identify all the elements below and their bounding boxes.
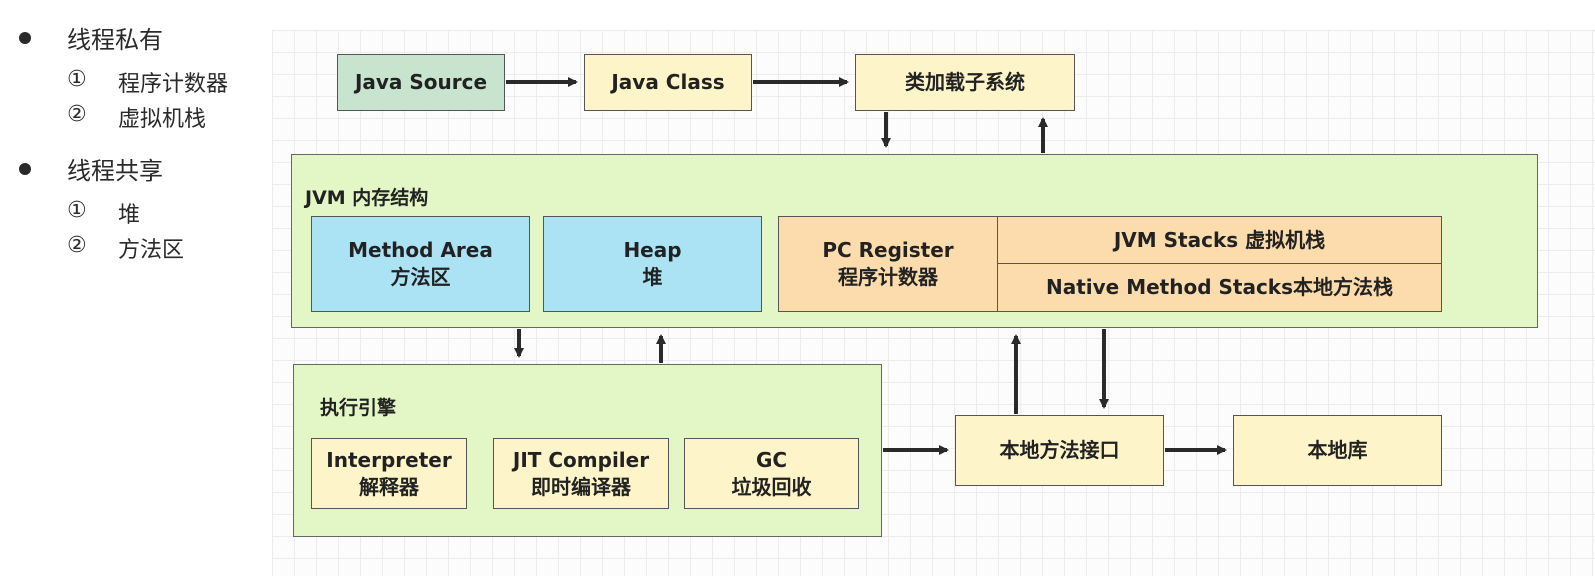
heap-en: Heap [623, 238, 682, 262]
class-loader-box: 类加载子系统 [855, 54, 1075, 111]
native-stacks-box: Native Method Stacks本地方法栈 [997, 263, 1442, 312]
jvm-stacks-label: JVM Stacks 虚拟机栈 [1113, 227, 1326, 252]
method-area-en: Method Area [348, 238, 493, 262]
item-number: ② [67, 233, 87, 258]
jvm-memory-title: JVM 内存结构 [305, 187, 429, 209]
bullet-icon [19, 32, 31, 44]
shared-item-method-area: 方法区 [118, 238, 185, 263]
bullet-icon [19, 163, 31, 175]
interpreter-box: Interpreter 解释器 [311, 438, 467, 509]
jvm-stacks-box: JVM Stacks 虚拟机栈 [997, 216, 1442, 264]
native-interface-box: 本地方法接口 [955, 415, 1164, 486]
item-number: ② [67, 102, 87, 127]
shared-title: 线程共享 [67, 157, 163, 185]
interpreter-en: Interpreter [326, 447, 452, 472]
pc-register-en: PC Register [822, 238, 954, 262]
gc-zh: 垃圾回收 [731, 474, 812, 499]
jit-compiler-en: JIT Compiler [512, 447, 650, 472]
pc-register-zh: 程序计数器 [838, 265, 938, 289]
method-area-zh: 方法区 [390, 265, 451, 289]
gc-en: GC [755, 447, 788, 472]
gc-box: GC 垃圾回收 [684, 438, 859, 509]
shared-item-heap: 堆 [118, 203, 141, 228]
java-source-label: Java Source [354, 70, 488, 94]
native-library-box: 本地库 [1233, 415, 1442, 486]
item-number: ① [67, 198, 87, 223]
class-loader-label: 类加载子系统 [905, 70, 1025, 94]
jit-compiler-zh: 即时编译器 [531, 474, 631, 499]
native-library-label: 本地库 [1307, 438, 1368, 462]
heap-box: Heap 堆 [543, 216, 762, 312]
item-number: ① [67, 67, 87, 92]
native-stacks-label: Native Method Stacks本地方法栈 [1045, 275, 1394, 299]
heap-zh: 堆 [642, 265, 663, 289]
java-class-box: Java Class [584, 54, 752, 111]
java-source-box: Java Source [337, 54, 505, 111]
interpreter-zh: 解释器 [359, 474, 419, 499]
java-class-label: Java Class [611, 70, 725, 94]
private-item-vmstack: 虚拟机栈 [118, 107, 207, 132]
method-area-box: Method Area 方法区 [311, 216, 530, 312]
native-interface-label: 本地方法接口 [999, 438, 1120, 462]
jit-compiler-box: JIT Compiler 即时编译器 [493, 438, 669, 509]
private-title: 线程私有 [67, 26, 163, 54]
private-item-pc: 程序计数器 [118, 72, 229, 97]
execution-engine-title: 执行引擎 [320, 397, 397, 419]
